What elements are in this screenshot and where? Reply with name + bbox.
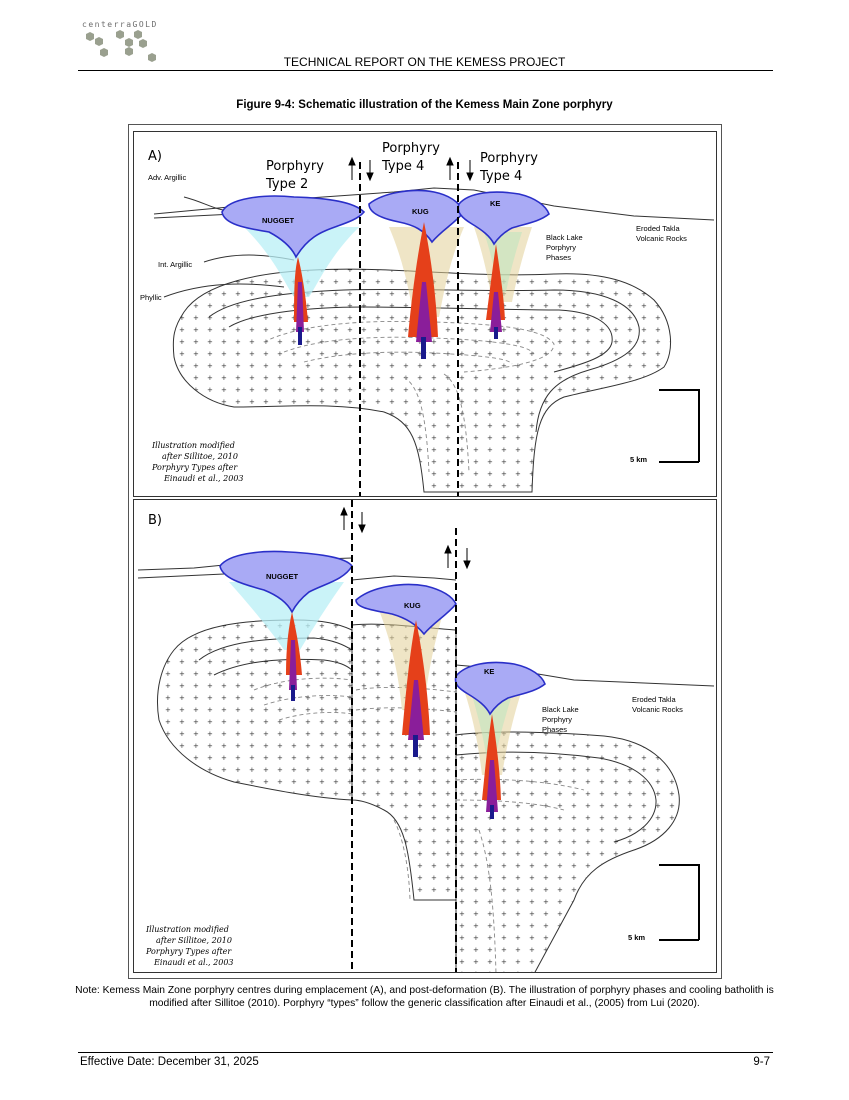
intrusion-ke-b — [482, 714, 501, 819]
scale-label-a: 5 km — [630, 455, 647, 464]
kug-cap — [368, 189, 465, 244]
ke-cap — [457, 191, 550, 246]
effective-date: Effective Date: December 31, 2025 — [80, 1056, 259, 1068]
intrusion-nugget — [294, 257, 308, 345]
panel-b-diagram: + — [137, 500, 715, 972]
credit-line1: Illustration modified — [151, 441, 235, 450]
footer-divider — [78, 1052, 773, 1053]
scale-label-b: 5 km — [628, 933, 645, 942]
report-title: TECHNICAL REPORT ON THE KEMESS PROJECT — [283, 55, 566, 69]
intrusion-kug-b — [402, 620, 430, 757]
panel-b-letter: B) — [148, 513, 162, 528]
ke-type-label-line2: Type 4 — [479, 169, 522, 184]
fault-arrows-a — [348, 156, 474, 182]
int-argillic-label: Int. Argillic — [158, 260, 192, 269]
black-lake-label-line3: Phases — [546, 253, 571, 262]
phyllic-label: Phyllic — [140, 293, 162, 302]
ke-type-label-line1: Porphyry — [480, 151, 538, 166]
company-logo: centerraGOLD — [82, 20, 172, 68]
intrusion-nugget-b — [286, 612, 302, 701]
black-lake-label-line1: Black Lake — [546, 233, 583, 242]
batholith-right-block — [455, 731, 680, 972]
nugget-label-b: NUGGET — [266, 572, 299, 581]
kug-type-label-line1: Porphyry — [382, 141, 440, 156]
figure-note: Note: Kemess Main Zone porphyry centres … — [75, 985, 774, 1009]
black-lake-label-b-line3: Phases — [542, 725, 567, 734]
credit-b-line4: Einaudi et al., 2003 — [153, 958, 234, 967]
ke-label: KE — [490, 199, 500, 208]
kug-label-b: KUG — [404, 601, 421, 610]
takla-label-b-line1: Eroded Takla — [632, 695, 676, 704]
logo-text: centerraGOLD — [82, 20, 158, 29]
takla-label-line2: Volcanic Rocks — [636, 234, 687, 243]
figure-frame: + — [128, 124, 722, 979]
scale-bar-a — [659, 389, 700, 463]
panel-a-letter: A) — [148, 149, 162, 164]
logo-hexagons — [86, 30, 156, 62]
black-lake-label-b-line2: Porphyry — [542, 715, 572, 724]
kug-cap-b — [355, 583, 457, 636]
panel-a-diagram: + — [140, 141, 715, 496]
page-number: 9-7 — [753, 1056, 770, 1068]
ke-label-b: KE — [484, 667, 494, 676]
batholith-left-block — [156, 619, 353, 801]
nugget-cap-b — [219, 550, 353, 614]
intrusion-ke — [486, 244, 505, 339]
intrusion-kug — [408, 222, 438, 359]
adv-argillic-label: Adv. Argillic — [148, 173, 186, 182]
kug-type-label-line2: Type 4 — [381, 159, 424, 174]
fault-arrows-b — [340, 506, 471, 570]
credit-line4: Einaudi et al., 2003 — [163, 474, 244, 483]
credit-line3: Porphyry Types after — [151, 463, 238, 472]
type2-label-line1: Porphyry — [266, 159, 324, 174]
panel-b: + — [133, 499, 717, 973]
panel-a: + — [133, 131, 717, 497]
takla-label-line1: Eroded Takla — [636, 224, 680, 233]
credit-b-line3: Porphyry Types after — [145, 947, 232, 956]
kug-label: KUG — [412, 207, 429, 216]
credit-b-line2: after Sillitoe, 2010 — [156, 936, 232, 945]
nugget-label: NUGGET — [262, 216, 295, 225]
nugget-cap — [221, 195, 366, 259]
credit-b-line1: Illustration modified — [145, 925, 229, 934]
scale-bar-b — [659, 864, 700, 941]
header-divider — [78, 70, 773, 71]
takla-label-b-line2: Volcanic Rocks — [632, 705, 683, 714]
figure-title: Figure 9-4: Schematic illustration of th… — [236, 99, 613, 111]
ke-cap-b — [454, 661, 546, 716]
credit-line2: after Sillitoe, 2010 — [162, 452, 238, 461]
type2-label-line2: Type 2 — [265, 177, 308, 192]
black-lake-label-line2: Porphyry — [546, 243, 576, 252]
black-lake-label-b-line1: Black Lake — [542, 705, 579, 714]
